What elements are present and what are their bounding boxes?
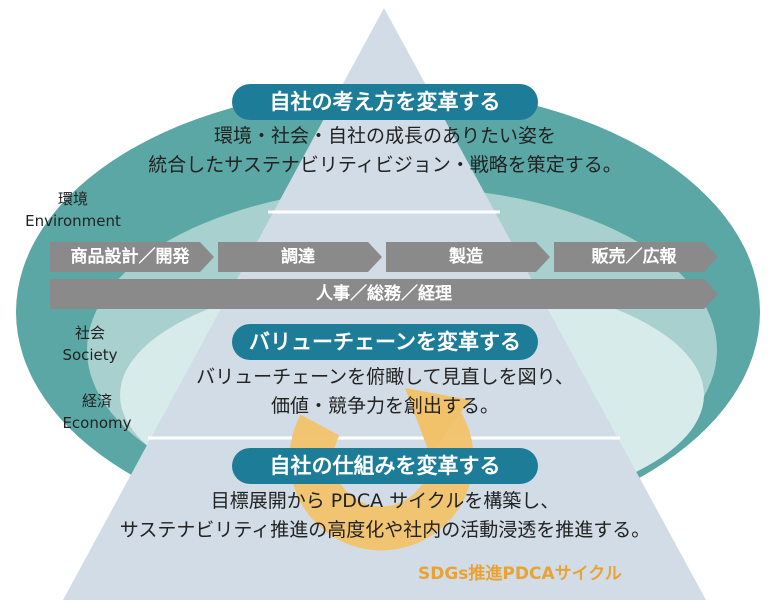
arrow-step-1: [50, 242, 214, 272]
value-chain-support: 人事／総務／経理: [316, 284, 452, 304]
pdca-cycle-label: SDGs推進PDCAサイクル: [418, 564, 622, 584]
bottom-section-line2: サステナビリティ推進の高度化や社内の活動浸透を推進する。: [119, 519, 651, 541]
environment-label-jp: 環境: [57, 190, 88, 208]
bottom-section-line1: 目標展開から PDCA サイクルを構築し、: [210, 490, 560, 512]
environment-label-en: Environment: [25, 212, 121, 230]
value-chain-arrows: [50, 242, 718, 309]
environment-label: 環境 Environment: [8, 188, 138, 232]
top-section-title: 自社の考え方を変革する: [232, 84, 538, 120]
top-section-line2: 統合したサステナビリティビジョン・戦略を策定する。: [148, 154, 622, 176]
society-label-jp: 社会: [74, 324, 105, 342]
bottom-section-title: 自社の仕組みを変革する: [232, 448, 538, 484]
arrow-step-4: [554, 242, 718, 272]
economy-label-jp: 経済: [81, 392, 112, 410]
value-chain-step-2: 調達: [281, 247, 315, 267]
middle-section-line1: バリューチェーンを俯瞰して見直しを図り、: [196, 366, 574, 388]
middle-section-title: バリューチェーンを変革する: [232, 324, 538, 360]
top-section-line1: 環境・社会・自社の成長のありたい姿を: [213, 125, 556, 147]
economy-label-en: Economy: [62, 414, 132, 432]
society-label: 社会 Society: [40, 322, 140, 366]
economy-label: 経済 Economy: [42, 390, 152, 434]
value-chain-step-1: 商品設計／開発: [70, 247, 190, 267]
arrow-step-3: [386, 242, 550, 272]
value-chain-step-3: 製造: [449, 247, 483, 267]
middle-section-line2: 価値・競争力を創出する。: [270, 395, 499, 417]
arrow-step-2: [218, 242, 382, 272]
society-label-en: Society: [62, 346, 118, 364]
value-chain-step-4: 販売／広報: [591, 247, 677, 267]
arrow-support: [50, 279, 718, 309]
